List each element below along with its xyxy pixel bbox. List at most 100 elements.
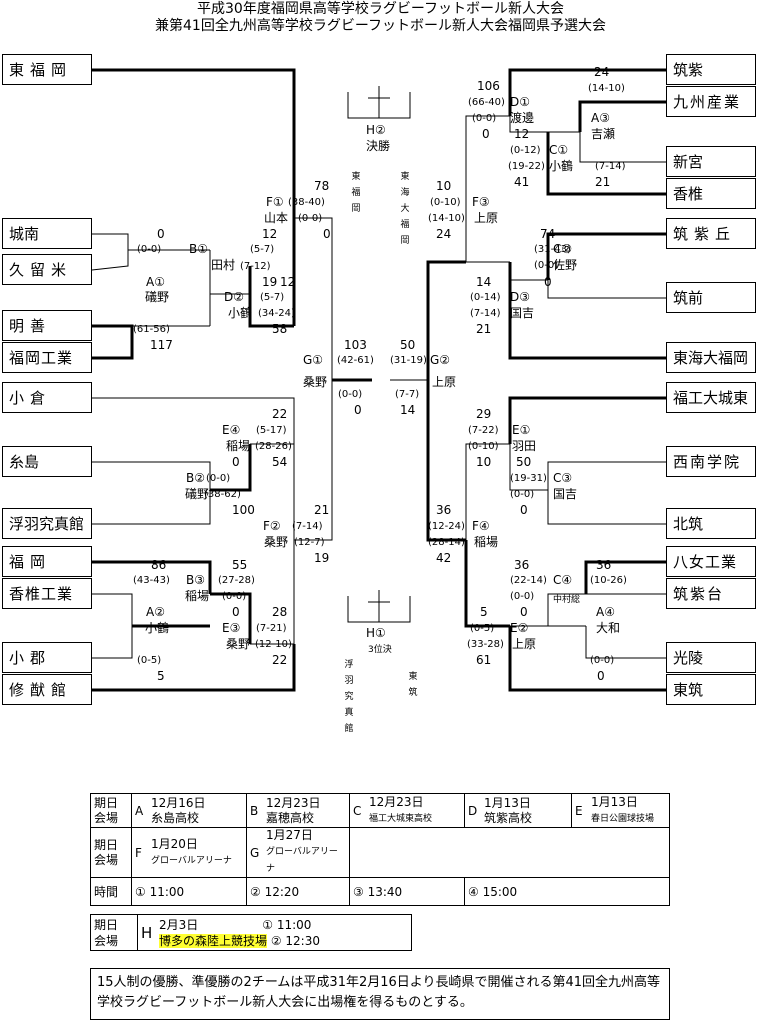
- score-label: (7-12): [240, 261, 271, 272]
- score-label: A①: [146, 275, 165, 289]
- score-label: (28-26): [255, 441, 292, 452]
- score-label: (0-14): [470, 292, 501, 303]
- score-label: (33-28): [467, 639, 504, 650]
- schedule-label: 期日会場: [90, 827, 132, 878]
- schedule-cell: 12月16日糸島高校: [148, 793, 247, 828]
- score-label: (12-10): [255, 639, 292, 650]
- score-label: 稲場: [226, 439, 251, 453]
- score-label: 田村: [211, 258, 236, 272]
- score-label: (7-14): [292, 521, 323, 532]
- schedule-table: 期日会場 A 12月16日糸島高校 B 12月23日嘉穂高校 C 12月23日福…: [90, 793, 670, 906]
- score-label: 22: [272, 407, 288, 421]
- score-label: 50: [516, 455, 532, 469]
- score-label: (38-62): [204, 489, 241, 500]
- score-label: F②: [263, 519, 281, 533]
- team-left: 久留米: [2, 254, 92, 285]
- team-right: 八女工業: [666, 546, 756, 577]
- score-label: 吉瀬: [591, 127, 616, 141]
- score-label: (12-7): [294, 537, 325, 548]
- score-label: 117: [150, 338, 173, 352]
- score-label: 上原: [474, 211, 499, 225]
- score-label: (38-40): [288, 197, 325, 208]
- schedule-cell: 1月13日筑紫高校: [481, 793, 572, 828]
- score-label: (0-10): [430, 197, 461, 208]
- score-label: B③: [186, 573, 205, 587]
- score-label: 0: [482, 127, 490, 141]
- score-label: 桑野: [264, 535, 289, 549]
- score-label: 0: [544, 275, 552, 289]
- score-label: (7-22): [468, 425, 499, 436]
- score-label: 50: [400, 338, 416, 352]
- team-right: 東筑: [666, 674, 756, 705]
- team-left: 香椎工業: [2, 578, 92, 609]
- score-label: 桑野: [303, 375, 328, 389]
- score-label: (43-43): [133, 575, 170, 586]
- score-label: 103: [344, 338, 367, 352]
- team-right: 福工大城東: [666, 382, 756, 413]
- team-left: 糸島: [2, 446, 92, 477]
- schedule-cell: 12月23日嘉穂高校: [263, 793, 350, 828]
- score-label: 41: [514, 175, 530, 189]
- score-label: 29: [476, 407, 492, 421]
- score-label: E①: [512, 423, 531, 437]
- score-label: 21: [595, 175, 611, 189]
- score-label: 0: [597, 669, 605, 683]
- team-left: 福岡工業: [2, 342, 92, 373]
- third-sub: 3位決: [368, 645, 392, 655]
- schedule-label: 期日会場: [90, 793, 132, 828]
- score-label: (31-43): [534, 244, 571, 255]
- score-label: (0-0): [222, 591, 247, 602]
- score-label: (10-26): [590, 575, 627, 586]
- score-label: F④: [472, 519, 490, 533]
- score-label: A④: [596, 605, 615, 619]
- score-label: (7-21): [256, 623, 287, 634]
- score-label: 佐野: [553, 258, 578, 272]
- score-label: (0-0): [510, 489, 535, 500]
- team-left: 修猷館: [2, 674, 92, 705]
- time-slot: ③ 13:40: [349, 877, 465, 906]
- team-right: 筑紫丘: [666, 218, 756, 249]
- schedule-label: 期日会場: [90, 914, 138, 951]
- score-label: (0-0): [472, 113, 497, 124]
- score-label: D①: [510, 95, 530, 109]
- score-label: (7-7): [395, 389, 420, 400]
- score-label: 0: [520, 605, 528, 619]
- score-label: (66-40): [468, 97, 505, 108]
- score-label: (0-12): [510, 145, 541, 156]
- score-label: (12-24): [428, 521, 465, 532]
- score-label: 24: [594, 65, 610, 79]
- score-label: (34-24): [258, 308, 295, 319]
- score-label: (61-56): [133, 324, 170, 335]
- score-label: 36: [596, 558, 612, 572]
- score-label: (5-7): [260, 292, 285, 303]
- score-label: E③: [222, 621, 241, 635]
- score-label: 5: [480, 605, 488, 619]
- note: 15人制の優勝、準優勝の2チームは平成31年2月16日より長崎県で開催される第4…: [90, 968, 670, 1020]
- final-label: H②: [366, 123, 386, 137]
- team-right: 西南学院: [666, 446, 756, 477]
- score-label: (0-5): [470, 623, 495, 634]
- score-label: B①: [189, 242, 208, 256]
- score-label: (5-7): [250, 244, 275, 255]
- score-label: 稲場: [185, 589, 210, 603]
- score-label: (14-10): [588, 83, 625, 94]
- score-label: (0-0): [298, 213, 323, 224]
- score-label: 74: [540, 227, 556, 241]
- score-label: 国吉: [553, 487, 578, 501]
- score-label: E②: [510, 621, 529, 635]
- score-label: 14: [476, 275, 492, 289]
- score-label: 礒野: [145, 290, 170, 304]
- third-right-team: 東筑: [408, 672, 418, 698]
- score-label: 54: [272, 455, 288, 469]
- score-label: 42: [436, 551, 452, 565]
- score-label: (5-17): [256, 425, 287, 436]
- score-label: (0-0): [137, 244, 162, 255]
- score-label: (0-0): [206, 473, 231, 484]
- score-label: 5: [157, 669, 165, 683]
- team-left: 東福岡: [2, 54, 92, 85]
- team-right: 北筑: [666, 508, 756, 539]
- team-left: 浮羽究真館: [2, 508, 92, 539]
- score-label: 桑野: [226, 637, 251, 651]
- score-label: (0-0): [338, 389, 363, 400]
